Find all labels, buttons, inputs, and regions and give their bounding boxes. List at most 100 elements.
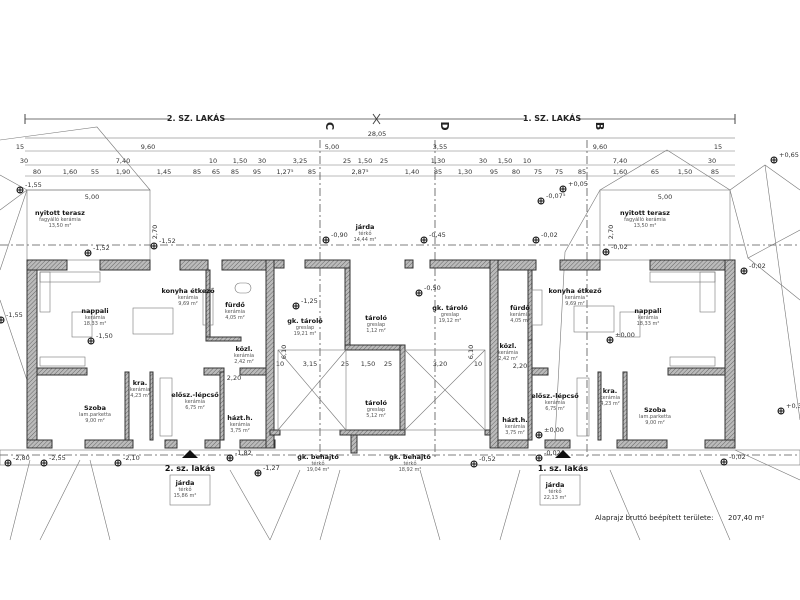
unit1-header: 1. SZ. LAKÁS bbox=[523, 112, 581, 123]
axis-label-b: B bbox=[593, 122, 606, 130]
dimension-text: 30 bbox=[258, 157, 266, 165]
dimension-text: 75 bbox=[534, 168, 542, 176]
elevation-value: -0,02 bbox=[749, 262, 766, 270]
elevation-marker-icon bbox=[470, 460, 478, 468]
dimension-text: 10 bbox=[474, 360, 482, 368]
elevation-marker-icon bbox=[0, 316, 5, 324]
elevation-value: -0,02 bbox=[541, 231, 558, 239]
dimension-text: 55 bbox=[91, 168, 99, 176]
room-material: kerámia bbox=[85, 314, 105, 321]
elevation-value: ±0,00 bbox=[544, 426, 564, 434]
room-material: lam.parketta bbox=[79, 412, 111, 418]
room-name: Szoba bbox=[644, 406, 666, 414]
elevation-value: -0,07⁵ bbox=[546, 192, 566, 200]
dimension-text: 25 bbox=[384, 360, 392, 368]
room-area: 15,86 m² bbox=[174, 493, 197, 499]
room-name: járda bbox=[355, 223, 375, 231]
elevation-value: -0,90 bbox=[331, 231, 348, 239]
room-name: nappali bbox=[81, 307, 108, 315]
elevation-value: -0,02 bbox=[729, 453, 746, 461]
elevation-value: ±0,00 bbox=[615, 331, 635, 339]
elevation-value: -0,50 bbox=[424, 284, 441, 292]
elevation-value: +0,65 bbox=[779, 151, 799, 159]
room-material: térkő bbox=[403, 460, 416, 467]
dimension-text: 1,45 bbox=[157, 168, 171, 176]
room-area: 18,92 m² bbox=[399, 467, 422, 473]
room-area: 22,13 m² bbox=[544, 495, 567, 501]
dimension-text: 3,15 bbox=[303, 360, 317, 368]
room-name: tároló bbox=[365, 399, 387, 407]
dimension-text: 6,10 bbox=[280, 345, 288, 359]
room-material: kerámia bbox=[230, 421, 250, 428]
dimension-text: 7,40 bbox=[613, 157, 627, 165]
elevation-marker-icon bbox=[602, 248, 610, 256]
room-material: térkő bbox=[178, 486, 191, 493]
room-material: kerámia bbox=[185, 398, 205, 405]
elevation-value: -1,50 bbox=[96, 332, 113, 340]
room-material: kerámia bbox=[178, 294, 198, 301]
room-name: fürdő bbox=[225, 300, 245, 309]
dimension-text: 80 bbox=[33, 168, 41, 176]
dimension-text: 15 bbox=[16, 143, 24, 151]
dimension-text: 1,40 bbox=[405, 168, 419, 176]
room-area: 13,50 m² bbox=[634, 223, 657, 229]
room-area: 9,00 m² bbox=[85, 418, 105, 424]
elevation-value: -1,25 bbox=[301, 297, 318, 305]
elevation-marker-icon bbox=[740, 267, 748, 275]
room-area: 2,42 m² bbox=[498, 356, 518, 362]
elevation-value: -1,27 bbox=[263, 464, 280, 472]
elevation-marker-icon bbox=[606, 336, 614, 344]
elevation-marker-icon bbox=[150, 242, 158, 250]
room-name: házt.h. bbox=[227, 414, 252, 422]
room-material: kerámia bbox=[498, 349, 518, 356]
dimension-text: 85 bbox=[308, 168, 316, 176]
unit-label-left: 2. sz. lakás bbox=[165, 464, 215, 473]
room-name: gk. behajtó bbox=[297, 453, 339, 461]
room-area: 6,75 m² bbox=[545, 406, 565, 412]
elevation-marker-icon bbox=[87, 337, 95, 345]
elevation-marker-icon bbox=[4, 459, 12, 467]
room-area: 3,75 m² bbox=[230, 428, 250, 434]
room-area: 3,75 m² bbox=[505, 430, 525, 436]
dimension-text: 1,60 bbox=[613, 168, 627, 176]
room-material: térkő bbox=[358, 230, 371, 237]
dimension-text: 75 bbox=[555, 168, 563, 176]
dimension-text: 95 bbox=[253, 168, 261, 176]
dimension-text: 85 bbox=[711, 168, 719, 176]
dimension-text: 10 bbox=[276, 360, 284, 368]
room-name: fürdő bbox=[510, 303, 530, 312]
elevation-markers: -1,55-1,52-1,52-0,90-0,45-0,02+0,05-0,07… bbox=[0, 151, 800, 477]
dimension-text: 7,40 bbox=[116, 157, 130, 165]
axis-label-c: C bbox=[323, 122, 336, 130]
elevation-value: -0,52 bbox=[479, 455, 496, 463]
room-area: 9,69 m² bbox=[178, 301, 198, 307]
dimension-text: 15 bbox=[714, 143, 722, 151]
room-area: 18,33 m² bbox=[84, 321, 107, 327]
elevation-marker-icon bbox=[292, 302, 300, 310]
room-name: közl. bbox=[499, 342, 516, 350]
elevation-marker-icon bbox=[322, 236, 330, 244]
dimension-text: 9,60 bbox=[593, 143, 607, 151]
elevation-value: -2,80 bbox=[13, 454, 30, 462]
room-name: elősz.-lépcső bbox=[531, 391, 579, 400]
room-name: járda bbox=[175, 479, 195, 487]
furniture bbox=[39, 271, 716, 437]
room-material: fagyálló kerámia bbox=[624, 216, 666, 223]
total-area-value: 207,40 m² bbox=[728, 514, 765, 522]
elevation-marker-icon bbox=[532, 236, 540, 244]
entrance-arrow-icon bbox=[555, 450, 571, 458]
dimension-text: 65 bbox=[212, 168, 220, 176]
room-name: nyitott terasz bbox=[35, 209, 85, 217]
dimension-text: 25 bbox=[341, 360, 349, 368]
